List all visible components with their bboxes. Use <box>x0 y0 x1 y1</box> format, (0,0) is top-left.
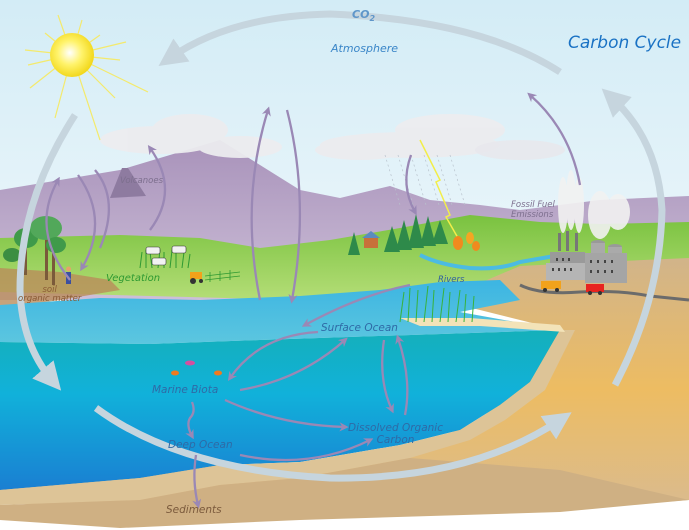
diagram-title: Carbon Cycle <box>568 33 682 53</box>
cow-icon <box>145 245 187 266</box>
volcanoes-label: Volcanoes <box>120 176 164 186</box>
co2-text: CO <box>352 8 370 21</box>
soil-label-line2: organic matter <box>18 294 82 305</box>
river <box>419 253 561 271</box>
co2-subscript: 2 <box>369 14 376 24</box>
doc-label-line1: Dissolved Organic <box>348 422 443 434</box>
surface-ocean-label: Surface Ocean <box>321 322 398 334</box>
ocean-deep <box>0 330 560 490</box>
factory-icon <box>546 231 627 283</box>
tractor-icon <box>190 270 241 284</box>
volcano-icon <box>110 168 146 198</box>
carbon-cycle-loop-arrows <box>16 10 666 482</box>
doc-label-line2: Carbon <box>376 433 415 446</box>
house-icon <box>362 231 380 248</box>
smoke <box>558 170 630 239</box>
lightning-icon <box>419 139 463 246</box>
dissolved-organic-carbon-label: Dissolved Organic Carbon <box>348 422 443 446</box>
beach <box>400 318 565 332</box>
fossil-label-line1: Fossil Fuel <box>511 200 555 210</box>
soil <box>0 268 120 308</box>
cloud-icon <box>315 114 505 160</box>
sea-floor <box>0 330 575 505</box>
ocean-surface <box>0 280 560 344</box>
cloud-icon <box>100 114 282 158</box>
road <box>519 283 689 302</box>
truck-icon <box>586 284 604 295</box>
fish-icon <box>171 360 222 376</box>
flux-arrows <box>45 92 582 509</box>
sun-icon <box>24 14 149 141</box>
fire-icon <box>453 232 480 251</box>
sediments-label: Sediments <box>166 504 222 516</box>
fossil-fuel-emissions-label: Fossil Fuel Emissions <box>511 200 555 220</box>
vegetation-label: Vegetation <box>106 273 161 284</box>
deep-ocean-label: Deep Ocean <box>168 439 233 451</box>
reeds-icon <box>399 285 475 323</box>
sediment-base <box>0 458 689 528</box>
cloud-icon <box>475 140 565 160</box>
soil-organic-matter-label: soil organic matter <box>18 285 82 305</box>
marine-biota-label: Marine Biota <box>152 384 219 396</box>
atmosphere-label: Atmosphere <box>331 42 399 55</box>
soil-label-line1: soil <box>42 285 57 295</box>
rivers-label: Rivers <box>438 275 465 285</box>
co2-label: CO2 <box>352 9 375 23</box>
fossil-label-line2: Emissions <box>511 210 554 221</box>
truck-icon <box>541 281 561 292</box>
tree-icon <box>348 214 448 255</box>
